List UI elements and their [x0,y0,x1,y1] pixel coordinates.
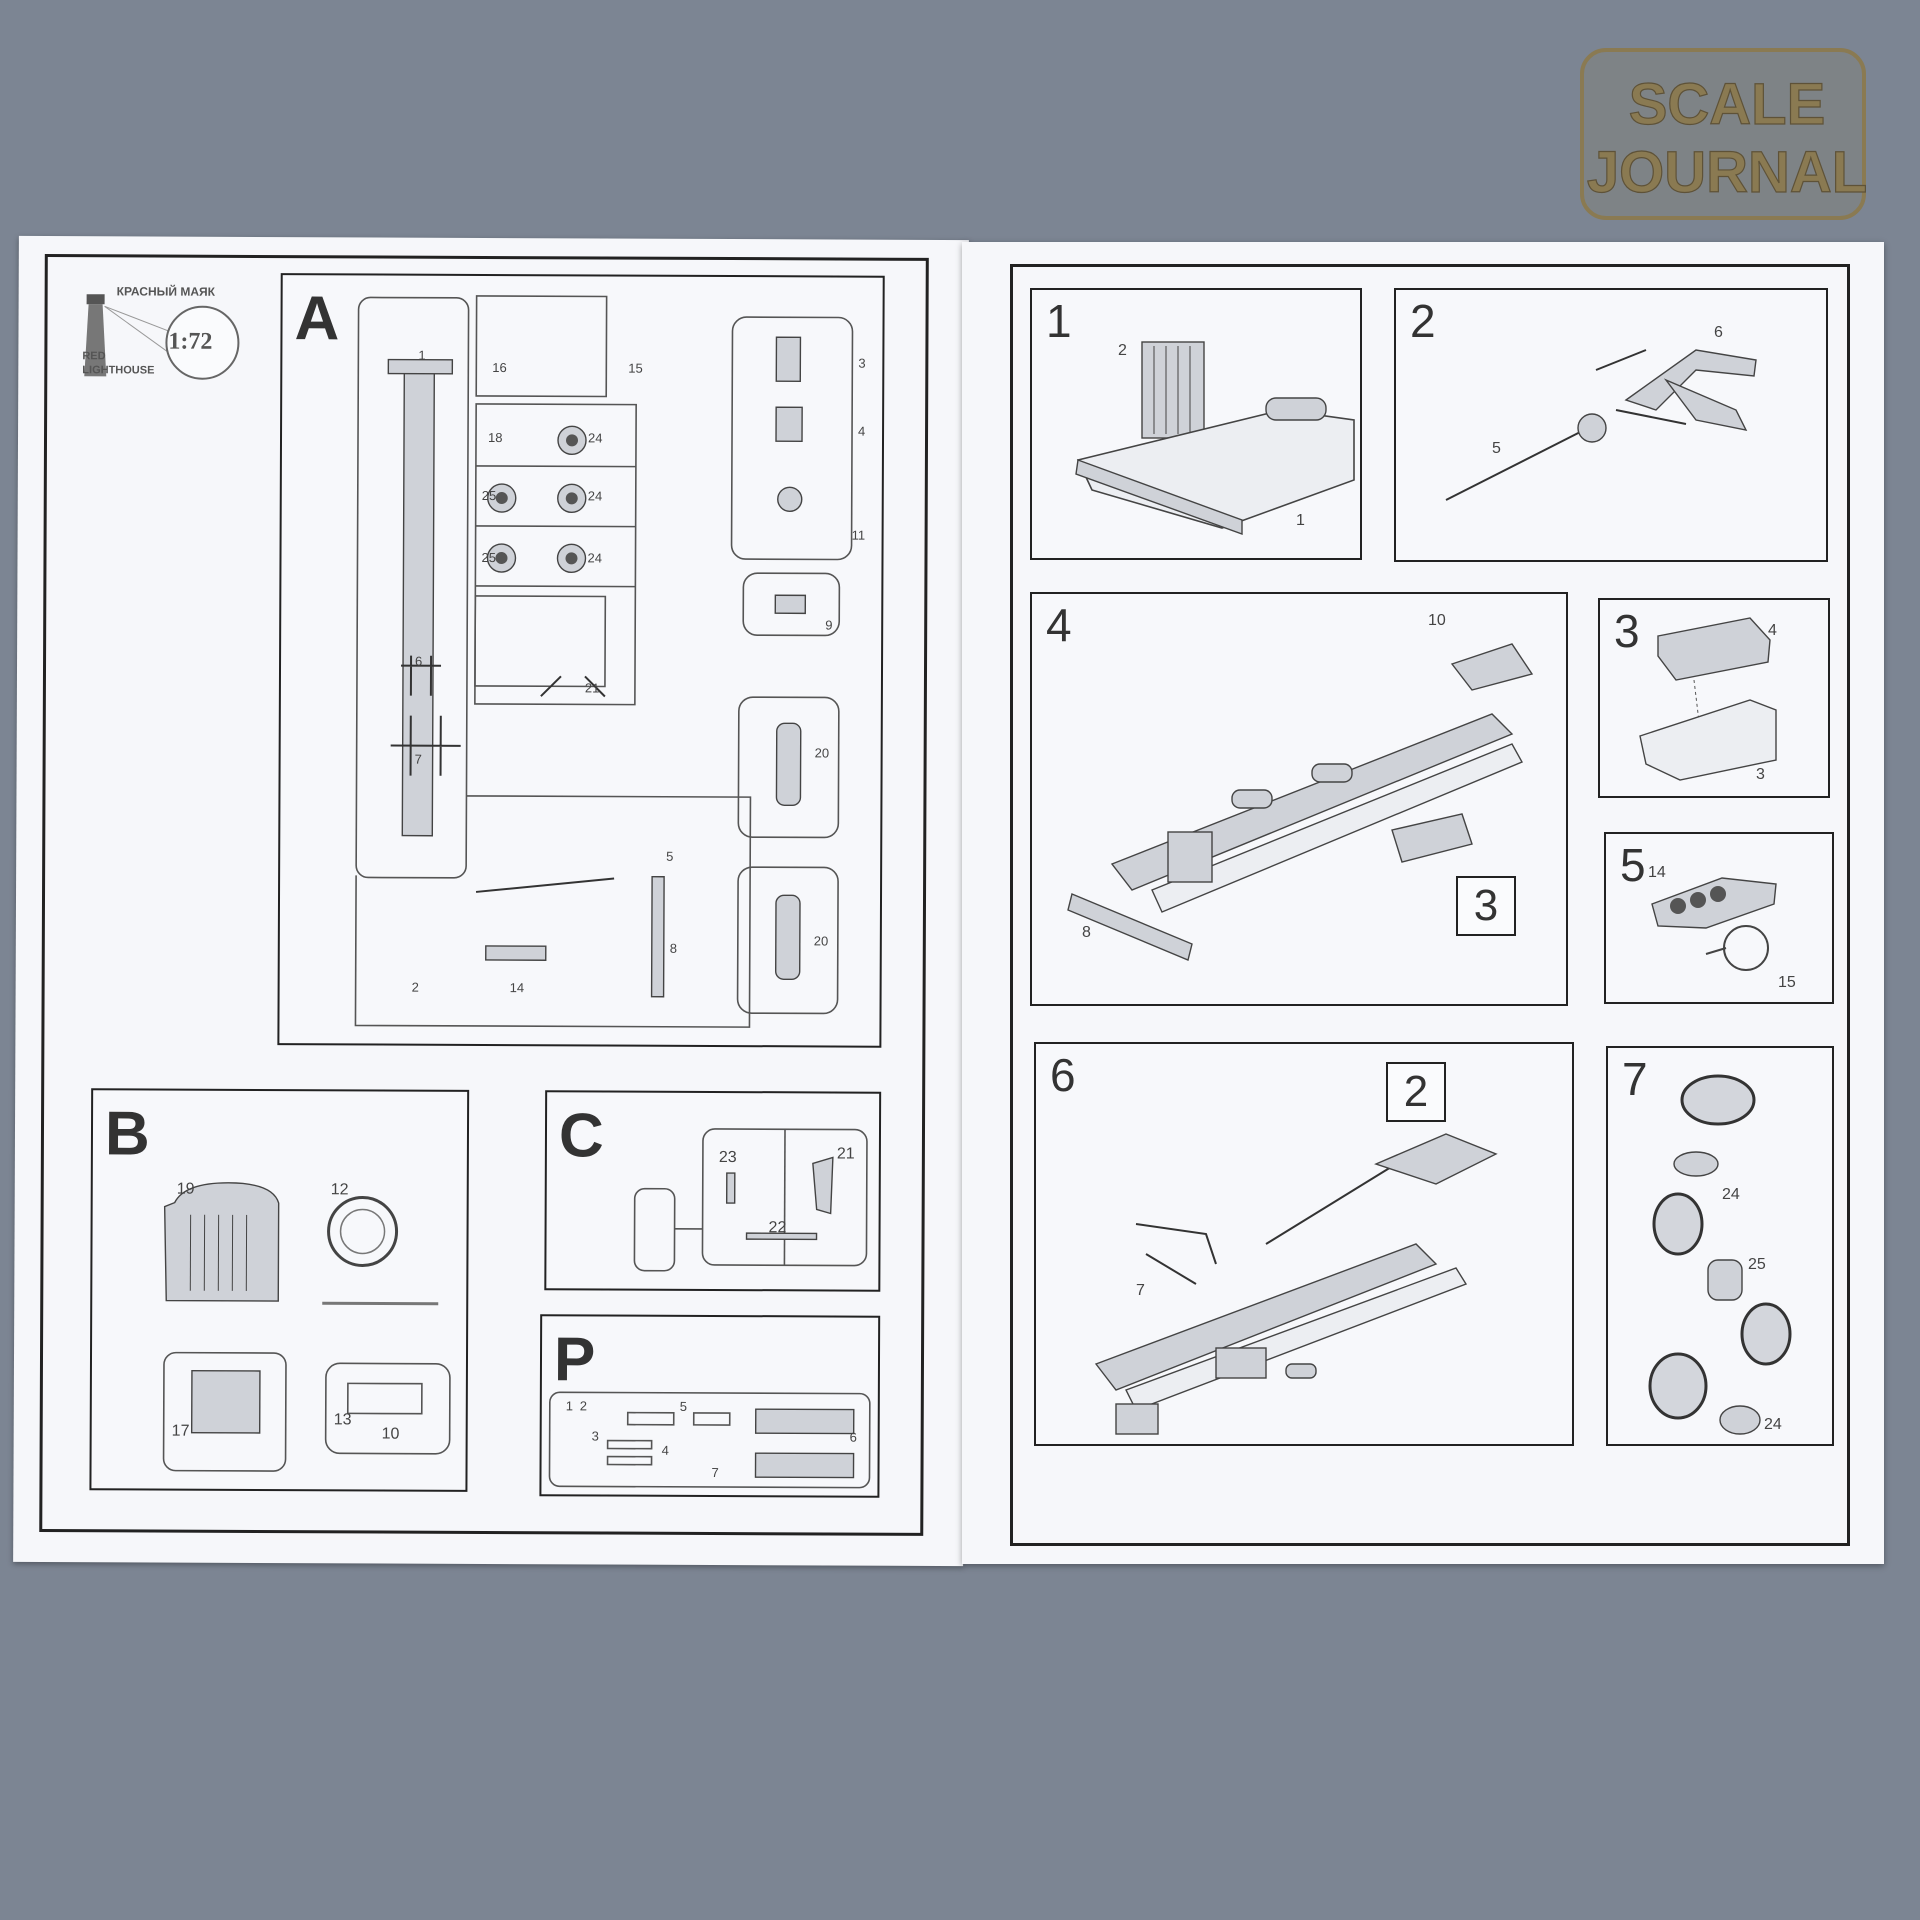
sprue-p-label: 7 [711,1464,719,1480]
step-number: 3 [1614,605,1640,657]
step-4-label: 8 [1082,924,1091,941]
sprue-a-label: 16 [492,360,507,376]
right-page-border [1010,264,1850,1546]
step-number: 1 [1046,295,1072,347]
sprue-a-label: 9 [825,617,833,633]
step-3-label: 4 [1768,622,1777,639]
step-7-label: 25 [1748,1256,1766,1273]
step-7-label: 24 [1764,1416,1782,1433]
sprue-a-label: 7 [414,751,422,767]
sprue-b-label: 10 [381,1425,400,1443]
step-7-panel: 7 24 25 24 [1606,1046,1834,1446]
step-2-label: 6 [1714,324,1723,341]
step-3-label: 3 [1756,766,1765,783]
svg-text:JOURNAL: JOURNAL [1587,140,1867,205]
sprue-c-label: 22 [768,1219,787,1237]
step-reference-box: 3 [1456,876,1516,936]
sprue-b-label: 13 [333,1411,352,1429]
step-reference-box: 2 [1386,1062,1446,1122]
sprue-a-label: 11 [851,527,866,543]
scale-journal-watermark: SCALE JOURNAL [1580,48,1868,220]
step-1-label: 1 [1296,512,1305,529]
brand-name-ru: КРАСНЫЙ МАЯК [116,284,215,299]
sprue-p-label: 1 [565,1398,574,1414]
brand-scale: 1:72 [168,328,213,355]
sprue-a-label: 15 [628,360,643,376]
sprue-a-drawing [354,295,854,1028]
step-number: 6 [1050,1049,1076,1101]
sprue-a-label: 18 [487,429,503,446]
sprue-b-label: 17 [171,1422,190,1440]
step-6-panel: 6 7 2 [1034,1042,1574,1446]
watermark-lettering: SCALE JOURNAL [1586,71,1868,205]
sprue-p-label: 6 [849,1429,857,1445]
sprue-a-label: 3 [858,355,866,371]
step-5-label: 15 [1778,974,1796,991]
step-1-drawing [1075,341,1355,535]
sprue-a-label: 5 [666,848,674,864]
sprue-p-panel: P 1 2 5 3 4 7 6 [539,1314,881,1498]
sprue-p-drawing [548,1391,871,1489]
sprue-a-label: 25 [481,487,497,504]
sprue-a-label: 6 [415,653,423,669]
sprue-a-label: 21 [584,680,600,696]
sprue-a-label: 2 [411,979,419,995]
sprue-a-panel: A [277,273,885,1048]
sprue-a-label: 25 [481,549,497,566]
step-4-panel: 4 10 8 3 [1030,592,1568,1006]
svg-text:SCALE: SCALE [1629,72,1826,137]
sprue-a-label: 20 [813,933,829,949]
step-7-label: 24 [1722,1186,1740,1203]
sprue-a-label: 24 [587,550,602,566]
step-4-drawing [1067,643,1534,961]
sprue-a-label: 1 [418,347,426,363]
sprue-p-label: 5 [679,1398,688,1414]
left-instruction-page: КРАСНЫЙ МАЯК 1:72 RED LIGHTHOUSE A [13,235,969,1567]
sprue-a-label: 8 [669,940,678,956]
step-3-drawing [1639,617,1777,781]
brand-logo: КРАСНЫЙ МАЯК 1:72 RED LIGHTHOUSE [68,276,269,397]
brand-name-en-2: LIGHTHOUSE [82,364,155,377]
brand-name-en-1: RED [82,350,106,363]
step-5-label: 14 [1648,864,1666,881]
step-6-drawing [1094,1133,1498,1435]
sprue-b-panel: B 19 12 17 13 10 [89,1088,470,1492]
sprue-b-drawing [162,1182,451,1472]
step-number: 7 [1622,1053,1648,1105]
step-6-label: 7 [1136,1282,1145,1299]
step-2-panel: 2 6 5 [1394,288,1828,562]
sprue-a-label: 24 [587,488,603,504]
sprue-c-label: 23 [718,1148,737,1167]
step-2-drawing [1445,349,1757,501]
step-1-panel: 1 2 1 [1030,288,1362,560]
step-2-label: 5 [1492,440,1501,457]
lighthouse-icon [84,294,240,380]
step-number: 5 [1620,839,1646,891]
sprue-p-label: 4 [661,1442,669,1458]
step-number: 4 [1046,599,1072,651]
right-instruction-page: 1 2 1 2 6 5 4 [962,242,1884,1564]
step-3-panel: 3 4 3 [1598,598,1830,798]
sprue-a-label: 20 [814,745,830,761]
step-number: 2 [1410,295,1436,347]
sprue-b-label: 12 [330,1181,349,1199]
step-5-panel: 5 14 15 [1604,832,1834,1004]
step-1-label: 2 [1118,342,1127,359]
sprue-c-drawing [633,1128,868,1272]
step-7-drawing [1648,1074,1792,1435]
step-4-label: 10 [1428,612,1446,629]
sprue-p-label: 3 [591,1428,599,1444]
step-5-drawing [1651,877,1777,971]
sprue-a-label: 24 [587,430,603,446]
sprue-a-label: 14 [509,980,525,996]
sprue-c-panel: C 23 21 22 [544,1090,882,1292]
sprue-p-label: 2 [579,1398,588,1414]
sprue-b-label: 19 [176,1180,195,1198]
sprue-a-label: 4 [858,423,866,439]
sprue-c-label: 21 [836,1145,855,1163]
